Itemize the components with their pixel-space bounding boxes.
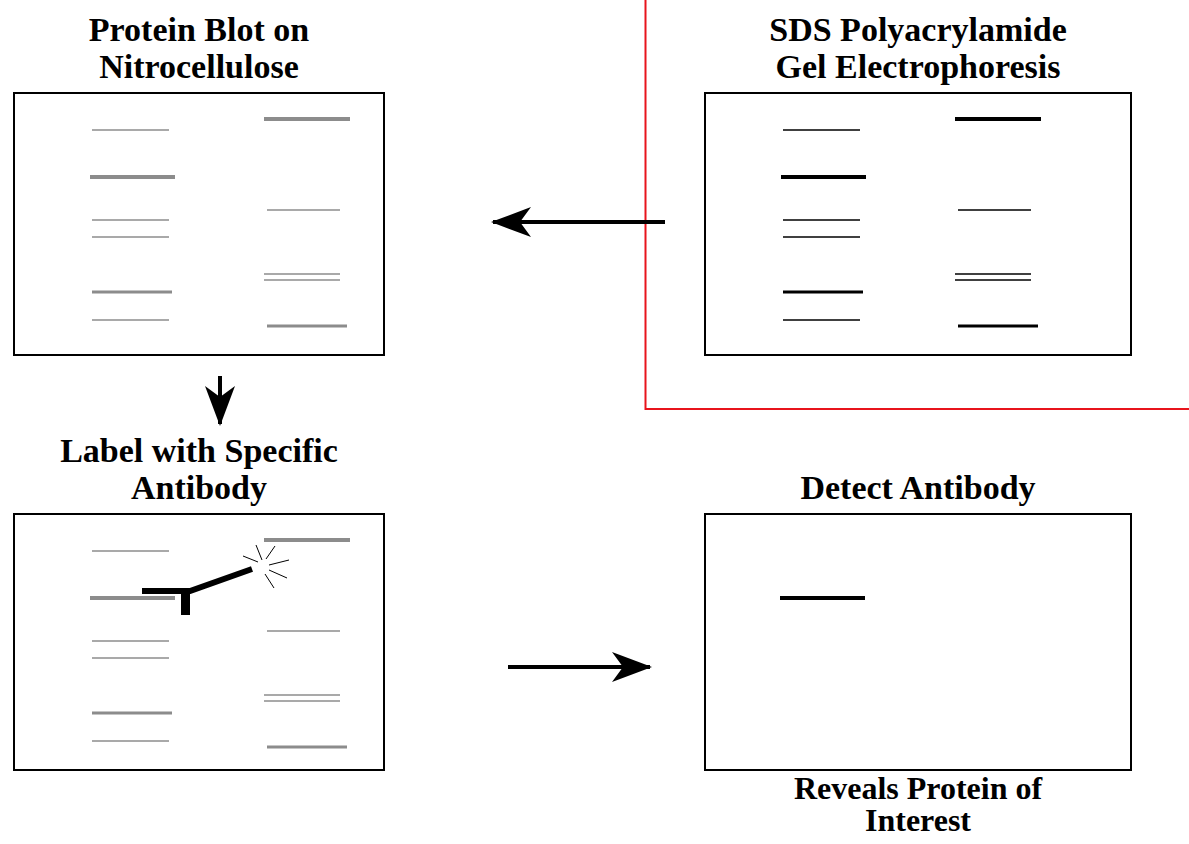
antibody-stem (181, 590, 190, 615)
gel-bands (781, 119, 1041, 326)
blot-bands (90, 540, 350, 747)
panel-heading: Label with Specific Antibody (19, 432, 379, 506)
panel-heading: Protein Blot on Nitrocellulose (19, 11, 379, 85)
panel-heading: Detect Antibody (800, 469, 1035, 506)
antibody-symbol (142, 569, 252, 615)
process-arrow (493, 220, 665, 224)
caption-holder: Protein Blot on Nitrocellulose (0, 11, 423, 85)
panel-box: Label with Specific Antibody (13, 513, 385, 771)
panel-heading: SDS Polyacrylamide Gel Electrophoresis (753, 11, 1083, 85)
caption-holder: Label with Specific Antibody (0, 432, 423, 506)
panel-box: Protein Blot on Nitrocellulose (13, 92, 385, 356)
highlight-frame (646, 0, 1189, 409)
caption-holder: SDS Polyacrylamide Gel Electrophoresis (666, 11, 1170, 85)
antibody-arm (142, 569, 252, 591)
signal-burst (243, 545, 289, 588)
caption-holder: Reveals Protein of Interest (666, 772, 1170, 836)
panel-box: Detect AntibodyReveals Protein of Intere… (704, 513, 1132, 771)
panel-caption: Reveals Protein of Interest (768, 772, 1068, 836)
blot-bands (90, 119, 350, 326)
process-arrow (218, 376, 222, 424)
caption-holder: Detect Antibody (666, 469, 1170, 506)
panel-box: SDS Polyacrylamide Gel Electrophoresis (704, 92, 1132, 356)
detected-band (780, 596, 865, 600)
process-arrow (508, 665, 650, 669)
